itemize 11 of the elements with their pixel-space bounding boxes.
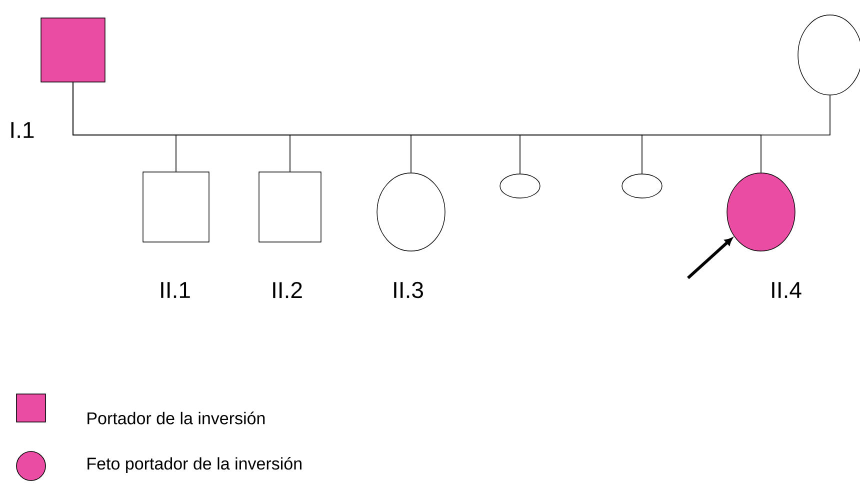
individual-label: II.2 — [273, 282, 302, 298]
individual-label: II.1 — [161, 282, 190, 298]
legend-text: Portador de la inversión — [88, 412, 265, 424]
legend-text: Feto portador de la inversión — [88, 456, 302, 474]
pedigree-circle — [500, 174, 540, 198]
pedigree-circle — [622, 174, 662, 198]
proband-arrow — [687, 238, 732, 280]
individual-label: II.3 — [394, 282, 423, 298]
individual-label: II.4 — [772, 282, 802, 298]
individual-label: I.1 — [11, 122, 34, 138]
descent-line — [72, 82, 762, 174]
